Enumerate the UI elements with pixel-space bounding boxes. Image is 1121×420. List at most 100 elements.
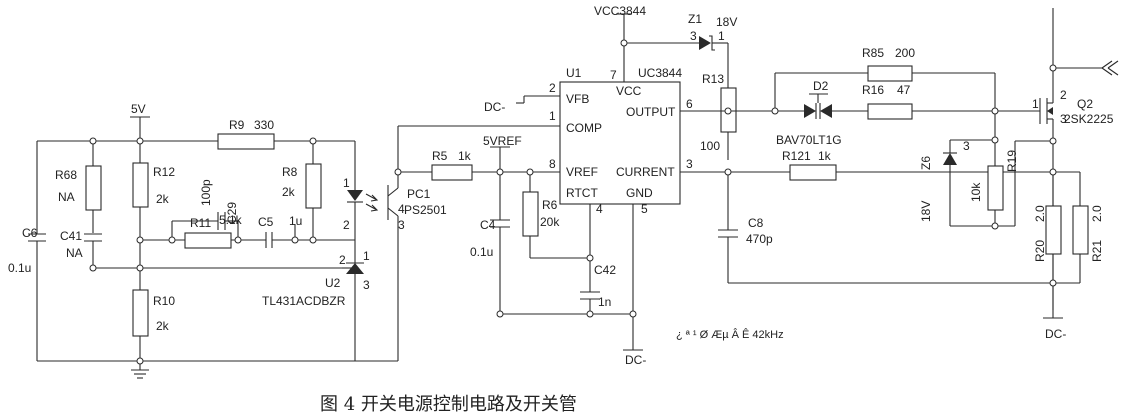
- c8-value: 470p: [746, 232, 773, 246]
- r85-value: 200: [895, 46, 915, 60]
- u1-pin8-num: 8: [549, 157, 556, 171]
- pc1-value: PS2501: [404, 203, 447, 217]
- q2-value: 2SK2225: [1064, 112, 1114, 126]
- net-label-dc-minus-vfb: DC-: [484, 100, 505, 114]
- r20-value: 2.0: [1033, 205, 1047, 222]
- u1-pin4: 4: [596, 202, 603, 216]
- c41-value: NA: [66, 246, 83, 260]
- resistor-r20: [1045, 205, 1062, 255]
- c6-ref: C6: [22, 226, 38, 240]
- r21-value: 2.0: [1090, 205, 1104, 222]
- u1-pin6-num: 6: [686, 97, 693, 111]
- z1-ref: Z1: [688, 12, 702, 26]
- q2-pin1: 1: [1032, 97, 1039, 111]
- r20-ref: R20: [1033, 240, 1047, 262]
- diode-d2-icon-2: [820, 104, 832, 118]
- u1-pin-gnd: GND: [626, 186, 653, 200]
- resistor-r9: [217, 133, 275, 150]
- resistor-r10: [132, 289, 149, 337]
- feedback-section: 5V R9 330 R68 NA C41 NA C6 0.1u R12 2k: [8, 102, 379, 379]
- transformer-connector-icon: [1101, 60, 1119, 76]
- u1-pin1-num: 1: [549, 109, 556, 123]
- r68-ref: R68: [55, 168, 77, 182]
- resistor-r6: [522, 191, 539, 237]
- r16-value: 47: [897, 83, 911, 97]
- u1-ref: U1: [566, 66, 582, 80]
- u1-pin5: 5: [641, 202, 648, 216]
- net-label-5vref: 5VREF: [483, 134, 522, 148]
- resistor-r12: [132, 162, 149, 208]
- pc1-pin3: 3: [398, 218, 405, 232]
- r13-ref: R13: [702, 72, 724, 86]
- resistor-r121: [789, 164, 837, 181]
- u1-pin-output: OUTPUT: [626, 105, 676, 119]
- u2-value: TL431ACDBZR: [262, 294, 346, 308]
- resistor-r5: [431, 164, 473, 181]
- resistor-r8: [305, 163, 322, 209]
- z6-value: 18V: [919, 201, 933, 222]
- pc1-pin2: 2: [343, 218, 350, 232]
- u1-pin-current: CURRENT: [616, 165, 675, 179]
- opto-light-arrow-icon-2: [365, 203, 379, 212]
- r10-value: 2k: [156, 319, 170, 333]
- r9-value: 330: [254, 118, 274, 132]
- q2-pin2: 2: [1060, 88, 1067, 102]
- u2-pin1: 1: [363, 249, 370, 263]
- resistor-r16: [867, 103, 913, 120]
- c29-value: 100p: [199, 179, 213, 206]
- zener-z1-icon: [699, 36, 711, 50]
- u1-pin-vref: VREF: [566, 165, 598, 179]
- z6-ref: Z6: [919, 156, 933, 170]
- resistor-r85: [867, 65, 913, 82]
- figure-caption: 图 4 开关电源控制电路及开关管: [320, 394, 577, 415]
- c4-ref: C4: [480, 218, 496, 232]
- r8-ref: R8: [282, 165, 298, 179]
- z1-pin3: 3: [690, 29, 697, 43]
- opto-light-arrow-icon: [365, 193, 379, 202]
- net-label-dc-minus-sense: DC-: [1045, 327, 1066, 341]
- r5-ref: R5: [432, 149, 448, 163]
- u1-pin7-num: 7: [610, 68, 617, 82]
- r68-value: NA: [58, 190, 75, 204]
- c42-value: 1n: [598, 295, 611, 309]
- net-label-5v: 5V: [131, 102, 146, 116]
- d2-value: BAV70LT1G: [776, 133, 842, 147]
- u2-pin2: 2: [339, 253, 346, 267]
- r11-value: 5.1k: [219, 213, 243, 227]
- r19-ref: R19: [1005, 150, 1019, 172]
- r5-value: 1k: [458, 149, 472, 163]
- u1-pin3-num: 3: [686, 157, 693, 171]
- r121-ref: R121: [782, 149, 811, 163]
- net-label-vcc3844: VCC3844: [594, 4, 646, 18]
- z1-pin1: 1: [718, 29, 725, 43]
- r21-ref: R21: [1090, 240, 1104, 262]
- r6-value: 20k: [540, 215, 560, 229]
- u1-value: UC3844: [638, 66, 682, 80]
- q2-ref: Q2: [1077, 97, 1093, 111]
- pc1-pin1: 1: [343, 176, 350, 190]
- r12-value: 2k: [156, 192, 170, 206]
- r6-ref: R6: [542, 198, 558, 212]
- r11-ref: R11: [190, 216, 211, 230]
- gate-drive-section: R85 200 D2 BAV70LT1G R16 47 R121 1k Z6 3…: [771, 8, 1119, 341]
- u1-pin-comp: COMP: [566, 121, 602, 135]
- c8-ref: C8: [748, 216, 764, 230]
- r12-ref: R12: [153, 165, 175, 179]
- pc1-pin4: 4: [398, 202, 405, 216]
- resistor-r19: [987, 165, 1004, 211]
- zener-z6-icon: [943, 153, 957, 165]
- r19-value: 10k: [969, 182, 983, 202]
- resistor-r21: [1072, 205, 1089, 255]
- controller-section: 4 3 PC1 PS2501 R5 1k 5VREF C4 0.1u R6 20…: [355, 4, 1053, 367]
- z1-value: 18V: [716, 15, 737, 29]
- r85-ref: R85: [862, 46, 884, 60]
- u1-pin-vfb: VFB: [566, 92, 589, 106]
- tl431-icon: [346, 263, 364, 274]
- opto-led-icon: [347, 190, 363, 201]
- u2-ref: U2: [325, 276, 341, 290]
- pc1-ref: PC1: [407, 187, 431, 201]
- r16-ref: R16: [862, 83, 884, 97]
- c29-ref: C29: [225, 202, 239, 224]
- diode-d2-icon: [804, 104, 816, 118]
